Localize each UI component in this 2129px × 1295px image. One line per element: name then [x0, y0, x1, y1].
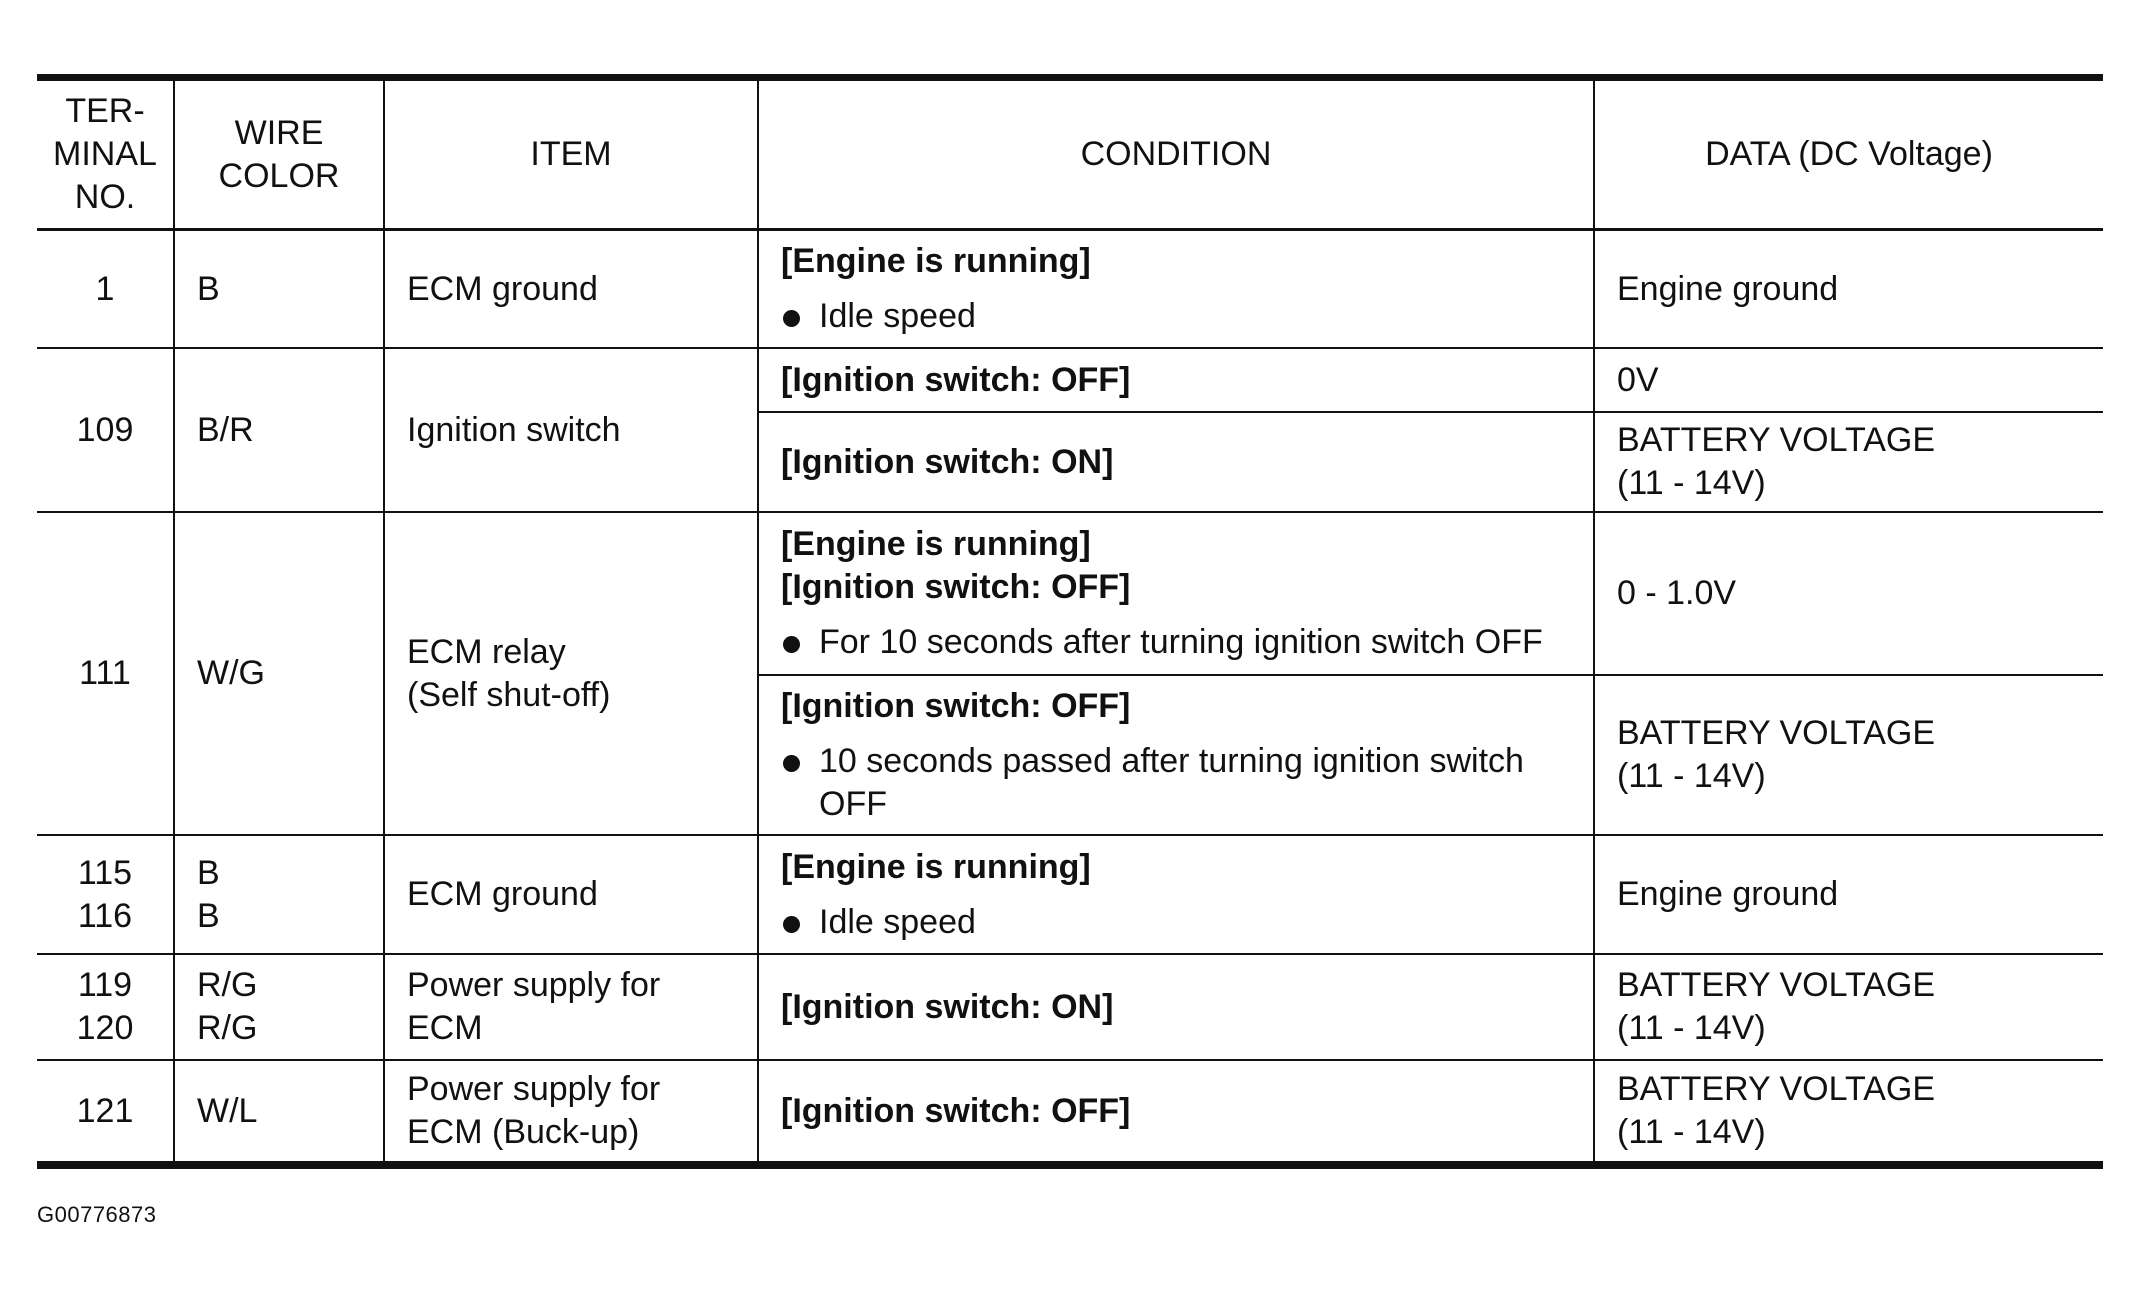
item-cell: ECM relay (Self shut-off) — [383, 511, 759, 836]
wire-color-cell: B/R — [173, 347, 385, 513]
item-cell: Ignition switch — [383, 347, 759, 513]
item-cell: ECM ground — [383, 834, 759, 955]
header-terminal-no: TER- MINAL NO. — [37, 76, 175, 231]
terminal-cell: 121 — [37, 1059, 175, 1166]
data-cell: Engine ground — [1593, 228, 2103, 349]
item-cell: Power supply for ECM (Buck-up) — [383, 1059, 759, 1166]
wire-color-cell: B — [173, 228, 385, 349]
data-cell: BATTERY VOLTAGE (11 - 14V) — [1593, 1059, 2103, 1166]
wire-color-cell: B B — [173, 834, 385, 955]
condition-cell: [Engine is running] Idle speed — [757, 834, 1595, 955]
header-wire-color: WIRE COLOR — [173, 76, 385, 231]
table-row: 121 W/L Power supply for ECM (Buck-up) [… — [37, 1059, 2103, 1166]
item-cell: ECM ground — [383, 228, 759, 349]
ecm-terminal-table-sheet: TER- MINAL NO. WIRE COLOR ITEM CONDITION… — [37, 74, 2103, 1169]
condition-cell: [Ignition switch: OFF] — [757, 1059, 1595, 1166]
terminal-cell: 115 116 — [37, 834, 175, 955]
condition-cell: [Engine is running] [Ignition switch: OF… — [757, 511, 1595, 676]
terminal-cell: 111 — [37, 511, 175, 836]
terminal-cell: 1 — [37, 228, 175, 349]
table-row: 1 B ECM ground [Engine is running] Idle … — [37, 228, 2103, 349]
bullet-item: For 10 seconds after turning ignition sw… — [781, 621, 1571, 664]
item-cell: Power supply for ECM — [383, 953, 759, 1061]
header-item: ITEM — [383, 76, 759, 231]
wire-color-cell: W/L — [173, 1059, 385, 1166]
bullet-item: Idle speed — [781, 295, 1571, 338]
condition-cell: [Engine is running] Idle speed — [757, 228, 1595, 349]
data-cell: BATTERY VOLTAGE (11 - 14V) — [1593, 674, 2103, 836]
table-row: 115 116 B B ECM ground [Engine is runnin… — [37, 834, 2103, 955]
condition-cell: [Ignition switch: OFF] — [757, 347, 1595, 413]
condition-cell: [Ignition switch: ON] — [757, 953, 1595, 1061]
header-condition: CONDITION — [757, 76, 1595, 231]
data-cell: 0V — [1593, 347, 2103, 413]
header-data: DATA (DC Voltage) — [1593, 76, 2103, 231]
table-row: 111 W/G ECM relay (Self shut-off) [Engin… — [37, 511, 2103, 836]
table-row: 109 B/R Ignition switch [Ignition switch… — [37, 347, 2103, 513]
table-row: [Ignition switch: OFF] 10 seconds passed… — [37, 674, 2103, 836]
table-row: 119 120 R/G R/G Power supply for ECM [Ig… — [37, 953, 2103, 1061]
terminal-cell: 119 120 — [37, 953, 175, 1061]
bullet-item: Idle speed — [781, 901, 1571, 944]
data-cell: BATTERY VOLTAGE (11 - 14V) — [1593, 953, 2103, 1061]
table-row: [Ignition switch: ON] BATTERY VOLTAGE (1… — [37, 411, 2103, 513]
terminal-cell: 109 — [37, 347, 175, 513]
data-cell: Engine ground — [1593, 834, 2103, 955]
bullet-item: 10 seconds passed after turning ignition… — [781, 740, 1571, 826]
wire-color-cell: W/G — [173, 511, 385, 836]
data-cell: 0 - 1.0V — [1593, 511, 2103, 676]
wire-color-cell: R/G R/G — [173, 953, 385, 1061]
data-cell: BATTERY VOLTAGE (11 - 14V) — [1593, 411, 2103, 513]
ecm-terminal-table: TER- MINAL NO. WIRE COLOR ITEM CONDITION… — [37, 74, 2103, 1169]
condition-cell: [Ignition switch: OFF] 10 seconds passed… — [758, 674, 1595, 836]
condition-cell: [Ignition switch: ON] — [758, 411, 1595, 513]
table-header-row: TER- MINAL NO. WIRE COLOR ITEM CONDITION… — [37, 76, 2103, 231]
figure-id: G00776873 — [37, 1202, 157, 1227]
